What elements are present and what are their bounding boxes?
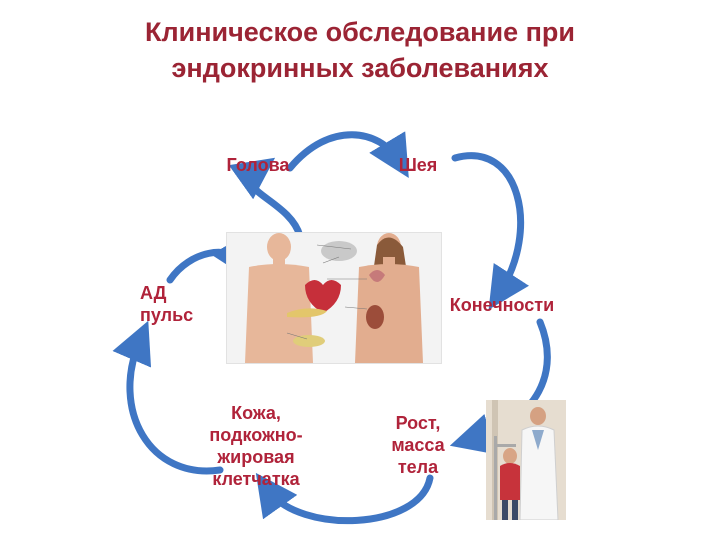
brain-icon (321, 241, 357, 261)
kidney-icon (366, 305, 384, 329)
node-skin: Кожа, подкожно- жировая клетчатка (196, 402, 316, 490)
node-head: Голова (218, 154, 298, 176)
node-neck-label: Шея (386, 154, 450, 176)
doctor-measuring-child-photo (486, 400, 566, 520)
arrow-neck-to-limbs (455, 156, 521, 292)
node-limbs-label: Конечности (440, 294, 564, 316)
node-bp-line-2: пульс (140, 304, 200, 326)
arrow-center-to-head (251, 170, 300, 236)
doctor-photo-svg (486, 400, 566, 520)
node-skin-line-4: клетчатка (196, 468, 316, 490)
node-bp-pulse: АД пульс (140, 282, 200, 326)
node-skin-line-3: жировая (196, 446, 316, 468)
gland-icon (293, 335, 325, 347)
endocrine-system-illustration (226, 232, 442, 364)
node-bp-line-1: АД (140, 282, 200, 304)
endocrine-illustration-svg (227, 233, 441, 363)
arrow-head-to-neck (290, 135, 398, 168)
node-growth-line-1: Рост, (378, 412, 458, 434)
node-limbs: Конечности (440, 294, 564, 316)
node-growth-line-3: тела (378, 456, 458, 478)
node-skin-line-2: подкожно- (196, 424, 316, 446)
node-growth-line-2: масса (378, 434, 458, 456)
node-head-label: Голова (218, 154, 298, 176)
node-skin-line-1: Кожа, (196, 402, 316, 424)
node-neck: Шея (386, 154, 450, 176)
node-growth-weight: Рост, масса тела (378, 412, 458, 478)
